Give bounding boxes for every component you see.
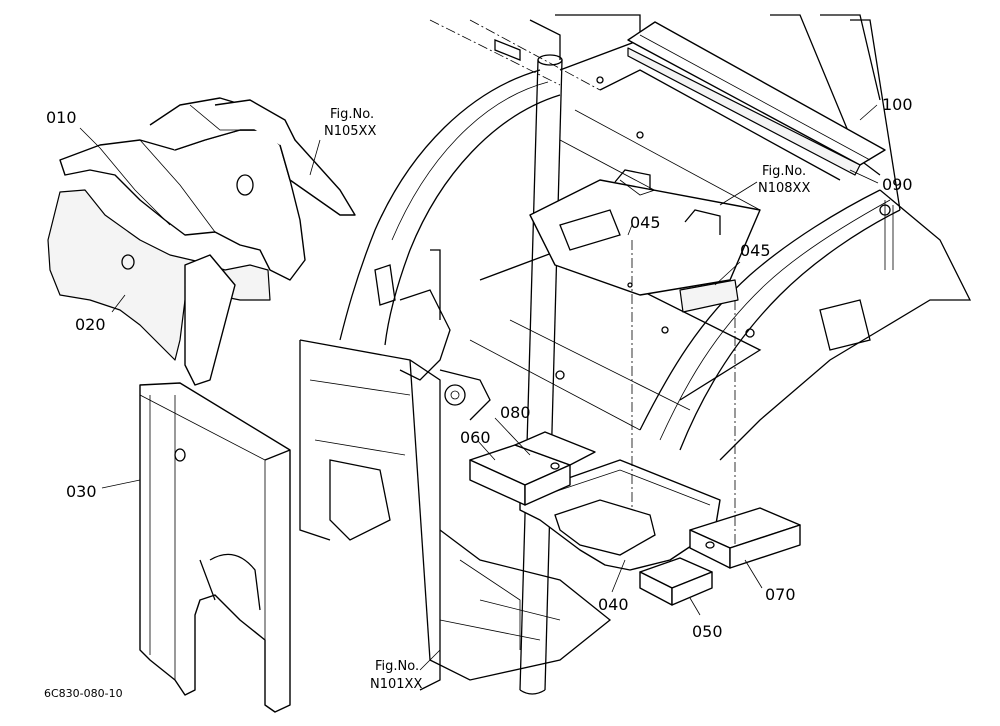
fig-ref-3-number: N101XX [370,677,422,692]
label-045-upper: 045 [630,213,661,232]
part-090-seal-strip [627,47,861,176]
label-060: 060 [460,428,491,447]
part-040-floor-mat [519,459,721,571]
label-050: 050 [692,622,723,641]
figure-references: Fig.No. N105XX Fig.No. N108XX Fig.No. N1… [324,107,810,692]
label-030: 030 [66,482,97,501]
label-070: 070 [765,585,796,604]
part-010-fender-cover-upper [59,97,356,281]
fig-ref-1-number: N105XX [324,124,376,139]
part-070-pad [689,507,801,569]
label-020: 020 [75,315,106,334]
floor-plate-upper [529,169,761,313]
fig-ref-2-prefix: Fig.No. [762,164,806,179]
label-090: 090 [882,175,913,194]
cab-frame-outline [299,14,972,695]
label-100: 100 [882,95,913,114]
part-020-fender-side-panel [47,189,271,386]
fig-ref-2-number: N108XX [758,181,810,196]
part-100-rear-panel [627,21,886,166]
part-050-pad [639,557,713,606]
label-010: 010 [46,108,77,127]
drawing-code: 6C830-080-10 [44,687,123,700]
leader-lines [79,104,879,671]
part-030-front-cover-panel [139,382,291,713]
fig-ref-3-prefix: Fig.No. [375,659,419,674]
part-080-pad [514,431,596,470]
label-040: 040 [598,595,629,614]
fig-ref-1-prefix: Fig.No. [330,107,374,122]
label-080: 080 [500,403,531,422]
part-labels: 010 020 030 040 045 045 050 060 070 080 … [46,95,913,641]
label-045-lower: 045 [740,241,771,260]
